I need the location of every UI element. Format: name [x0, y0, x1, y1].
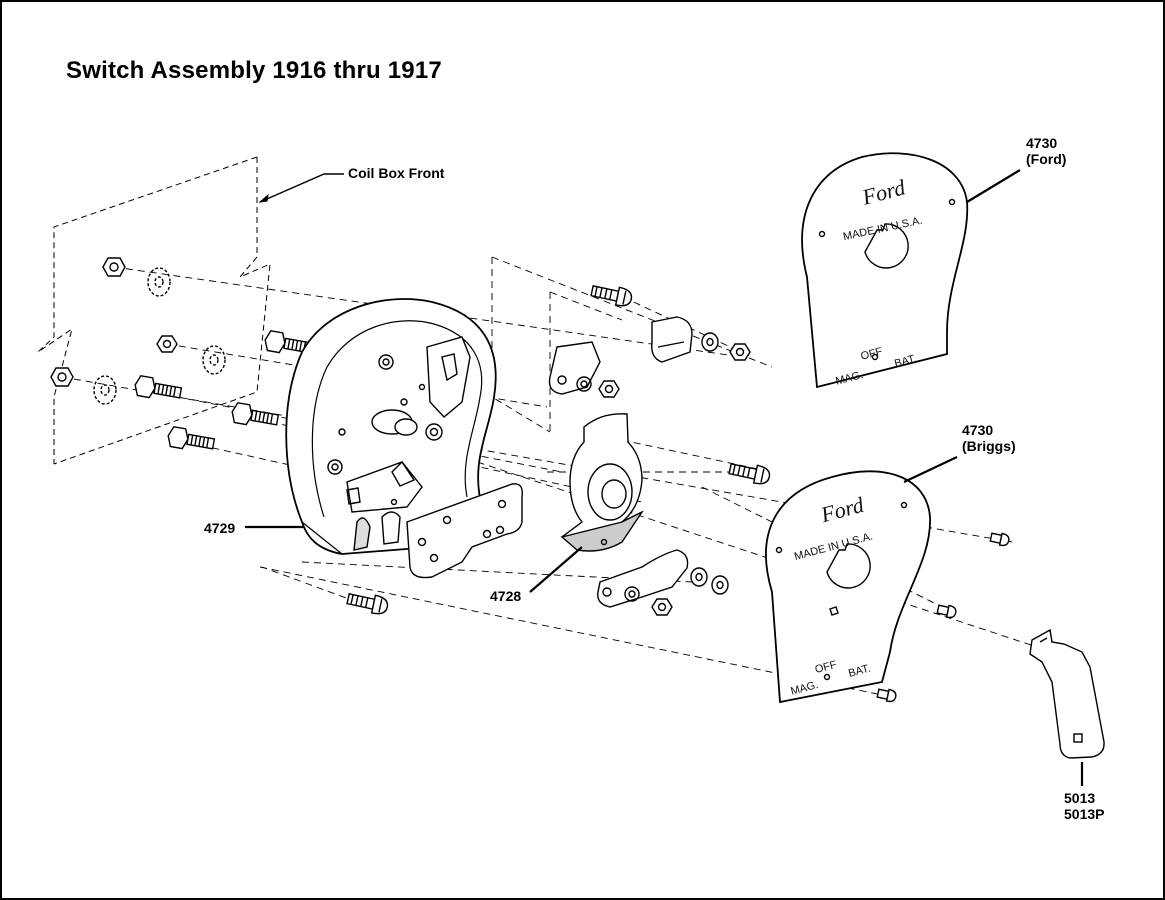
slotted-screw-1 [590, 285, 633, 307]
dashed-washer-2 [202, 345, 226, 375]
label-4730-briggs: 4730 (Briggs) [962, 422, 1016, 454]
contact-spring [651, 316, 693, 363]
hex-bolt-4 [167, 425, 216, 450]
briggs-plate-off: OFF [814, 659, 839, 676]
label-coil-box-front: Coil Box Front [348, 165, 445, 181]
label-5013p-number: 5013P [1064, 806, 1105, 822]
ford-plate-off: OFF [859, 345, 884, 362]
washer-3 [711, 575, 729, 595]
rotor-cam-4728 [560, 413, 645, 552]
ford-plate-bat: BAT. [893, 353, 918, 370]
small-screw-3 [876, 688, 897, 703]
slotted-screw-3 [346, 593, 389, 615]
label-4730-briggs-variant: (Briggs) [962, 438, 1016, 454]
hex-nut-2 [156, 335, 178, 353]
hex-bolt-3 [231, 401, 280, 426]
hex-nut-3 [50, 367, 74, 387]
contact-plate [406, 483, 523, 579]
hex-nut-4 [598, 380, 620, 398]
switch-key-5013 [1029, 628, 1105, 759]
terminal-clip-lower [597, 549, 689, 608]
small-screw-2 [936, 604, 957, 619]
slotted-screw-2 [728, 463, 771, 485]
dashed-washer-1 [147, 267, 171, 297]
washer-1 [701, 332, 719, 352]
label-4730-briggs-number: 4730 [962, 422, 994, 438]
washer-2 [690, 567, 708, 587]
leader-lines [245, 169, 1084, 786]
hex-nut-1 [102, 257, 126, 277]
page-title: Switch Assembly 1916 thru 1917 [66, 57, 442, 84]
switch-housing-4729 [285, 298, 497, 555]
small-screw-1 [989, 532, 1010, 547]
label-4728: 4728 [490, 588, 522, 604]
coil-box-front-outline [37, 156, 271, 465]
switch-plate-4730-briggs [765, 470, 931, 704]
switch-plate-4730-ford [801, 152, 969, 389]
hex-nut-6 [651, 598, 673, 616]
hex-bolt-2 [134, 374, 183, 399]
label-5013: 5013 5013P [1064, 790, 1104, 822]
briggs-plate-bat: BAT. [847, 662, 872, 679]
dashed-washer-3 [93, 375, 117, 405]
terminal-clip-upper [548, 341, 601, 395]
label-5013-number: 5013 [1064, 790, 1096, 806]
hex-nut-5 [729, 343, 751, 361]
label-4730-ford-variant: (Ford) [1026, 151, 1067, 167]
label-4730-ford: 4730 (Ford) [1026, 135, 1066, 167]
label-4730-ford-number: 4730 [1026, 135, 1058, 151]
label-4729: 4729 [204, 520, 236, 536]
